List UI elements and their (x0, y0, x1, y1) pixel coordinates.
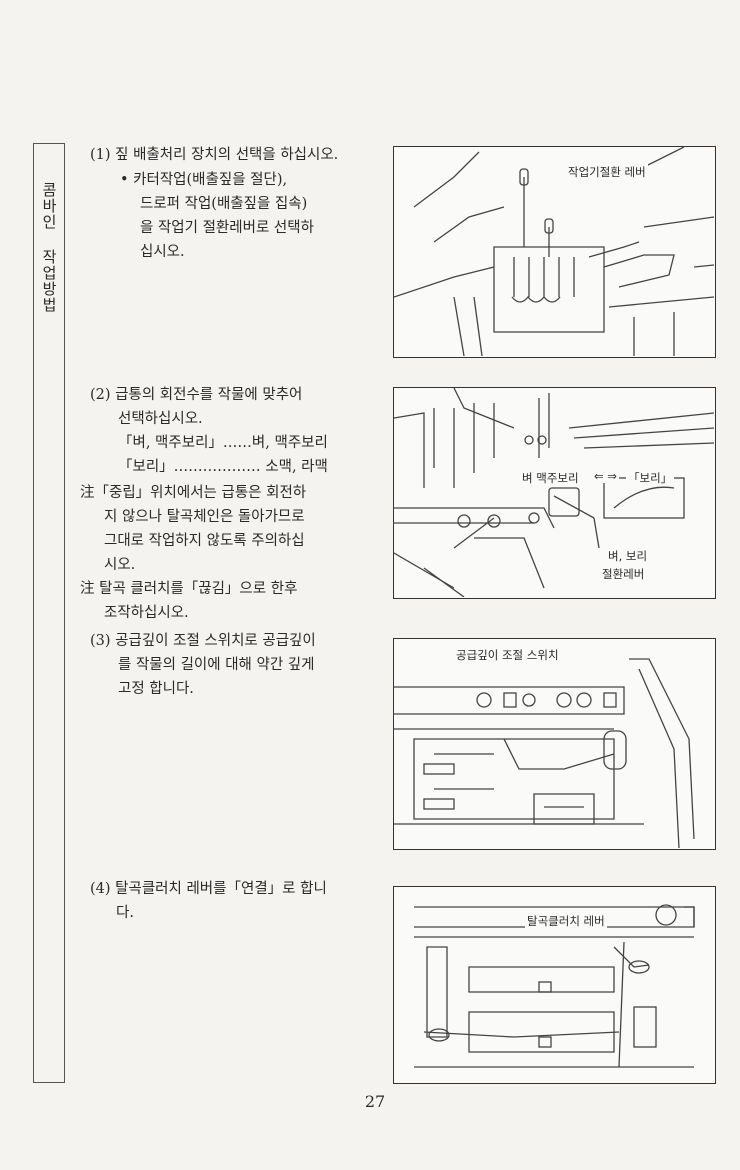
figure2-label-barley: 「보리」 (626, 470, 675, 486)
section2-note2: 注 탈곡 클러치를「끊김」으로 한후 (80, 581, 298, 597)
figure1-drawing (394, 147, 714, 356)
figure-threshing-clutch-lever: 탈곡클러치 레버 (393, 886, 716, 1084)
section4-heading: (4) 탈곡클러치 레버를「연결」로 합니 (90, 881, 327, 897)
section1-line: 십시오. (140, 244, 185, 260)
figure2-label-rice-barley-2: 벼, 보리 (606, 548, 650, 564)
section3-line: 고정 합니다. (118, 681, 194, 697)
figure1-label: 작업기절환 레버 (566, 164, 648, 180)
section2-heading: (2) 급통의 회전수를 작물에 맞추어 (90, 387, 303, 403)
section2-note1: 시오. (104, 557, 136, 573)
figure2-label-rice-barley: 벼 맥주보리 (520, 470, 581, 486)
section3-line: 를 작물의 길이에 대해 약간 깊게 (118, 657, 315, 673)
figure-work-switch-lever: 작업기절환 레버 (393, 146, 716, 358)
section1-line: 드로퍼 작업(배출짚을 집속) (140, 196, 308, 212)
section2-note1: 그대로 작업하지 않도록 주의하십 (104, 533, 305, 549)
figure-feed-depth-switch: 공급깊이 조절 스위치 (393, 638, 716, 850)
sidebar-box: 콤바인 작업방법 (33, 143, 65, 1083)
section1-line: • 카터작업(배출짚을 절단), (120, 172, 288, 188)
section2-note1: 지 않으나 탈곡체인은 돌아가므로 (104, 509, 305, 525)
section1-heading: (1) 짚 배출처리 장치의 선택을 하십시오. (90, 147, 339, 163)
section2-line: 선택하십시오. (118, 411, 203, 427)
sidebar-title: 콤바인 작업방법 (40, 182, 58, 313)
figure4-drawing (414, 904, 695, 1068)
page-number: 27 (364, 1092, 386, 1111)
figure2-arrows: ⇐ ⇒ (592, 469, 619, 483)
section2-note1: 注「중립」위치에서는 급통은 회전하 (80, 485, 307, 501)
figure4-label: 탈곡클러치 레버 (525, 913, 607, 929)
section3-heading: (3) 공급깊이 조절 스위치로 공급깊이 (90, 633, 316, 649)
figure3-label: 공급깊이 조절 스위치 (454, 647, 561, 663)
section4-line: 다. (116, 905, 134, 921)
figure-thresher-speed-lever: 벼 맥주보리 ⇐ ⇒ 「보리」 벼, 보리 절환레버 (393, 387, 716, 599)
section2-line: 「보리」……………… 소맥, 라맥 (118, 459, 328, 475)
section2-note2: 조작하십시오. (104, 605, 189, 621)
figure3-drawing (394, 658, 695, 848)
section1-line: 을 작업기 절환레버로 선택하 (140, 220, 314, 236)
figure2-label-switch-lever: 절환레버 (600, 566, 647, 582)
figure2-drawing (394, 388, 714, 597)
section2-line: 「벼, 맥주보리」……벼, 맥주보리 (118, 435, 328, 451)
